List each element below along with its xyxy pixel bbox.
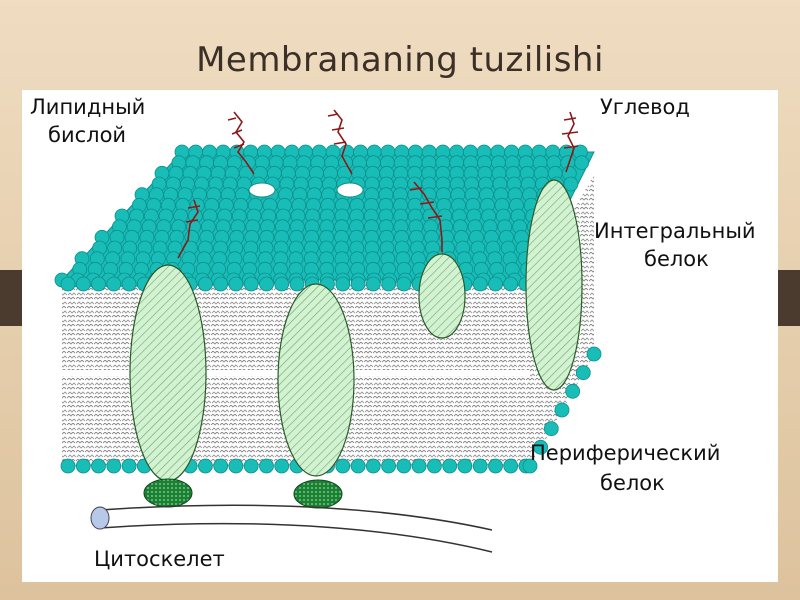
lipid-head [426, 458, 442, 474]
lipid-head [575, 365, 591, 381]
lipid-head [228, 458, 244, 474]
label-cytoskeleton: Цитоскелет [94, 547, 225, 571]
lipid-head [381, 276, 397, 292]
lipid-head [533, 439, 549, 455]
lipid-head [503, 458, 519, 474]
lipid-head [75, 276, 91, 292]
lipid-head [563, 176, 579, 192]
channel-opening [248, 182, 276, 198]
slide-band-left [0, 270, 22, 326]
lipid-head [259, 276, 274, 292]
lipid-head [75, 458, 91, 474]
lipid-head [522, 458, 538, 474]
label-peripheral-protein-line1: Периферический [530, 441, 720, 465]
lipid-head [488, 458, 503, 474]
lipid-head [60, 458, 76, 474]
channel-opening [336, 182, 364, 198]
lipid-head [197, 458, 213, 474]
lipid-head [488, 276, 503, 292]
lipid-head [457, 458, 473, 474]
lipid-head [365, 458, 381, 474]
lipid-head [365, 276, 381, 292]
slide-band-right [778, 270, 800, 326]
top-lipid-heads [54, 144, 590, 288]
integral-protein [277, 283, 355, 477]
lipid-head [121, 276, 137, 292]
lipid-head [259, 458, 274, 474]
lipid-head [274, 458, 290, 474]
lipid-head [197, 276, 213, 292]
cytoskeleton-filament [99, 504, 493, 531]
lipid-head [350, 458, 366, 474]
peripheral-protein [143, 478, 193, 508]
lipid-head [335, 276, 351, 292]
integral-protein-side [525, 179, 583, 391]
lipid-head [274, 276, 290, 292]
cytoskeleton-filament [99, 522, 493, 553]
lipid-head [106, 458, 122, 474]
carbohydrate-chains [177, 109, 579, 259]
lipid-head [503, 276, 519, 292]
lipid-head [586, 346, 602, 362]
lipid-head [350, 276, 366, 292]
lipid-head [396, 458, 412, 474]
lipid-head [381, 458, 397, 474]
membrane-diagram: Липидный бислой Углевод Интегральный бел… [30, 95, 756, 571]
lipid-head [60, 276, 76, 292]
lipid-head [243, 276, 259, 292]
label-carbohydrate: Углевод [600, 95, 690, 119]
peripheral-protein [293, 479, 343, 509]
cytoskeleton-end [90, 506, 110, 530]
lipid-head [574, 155, 590, 171]
lipid-head [289, 276, 305, 292]
integral-protein [129, 264, 207, 482]
lipid-head [543, 421, 559, 437]
lipid-head [213, 458, 229, 474]
lipid-head [396, 276, 412, 292]
lipid-head [472, 458, 488, 474]
lipid-head [472, 276, 488, 292]
lipid-head [335, 458, 351, 474]
label-integral-protein-line2: белок [644, 247, 709, 271]
lipid-head [121, 458, 137, 474]
lipid-head [91, 458, 106, 474]
lipid-head [565, 383, 581, 399]
slide-title: Membrananing tuzilishi [196, 40, 604, 80]
label-lipid-bilayer-line1: Липидный [30, 95, 145, 119]
diagram-panel: Липидный бислой Углевод Интегральный бел… [22, 90, 778, 582]
integral-protein-small [418, 253, 466, 339]
label-peripheral-protein-line2: белок [600, 471, 665, 495]
label-lipid-bilayer-line2: бислой [48, 123, 126, 147]
lipid-head [91, 276, 106, 292]
lipid-head [554, 402, 570, 418]
lipid-head [106, 276, 122, 292]
lipid-head [442, 458, 458, 474]
lipid-head [411, 458, 427, 474]
lipid-head [228, 276, 244, 292]
label-integral-protein-line1: Интегральный [594, 219, 756, 243]
lipid-head [213, 276, 229, 292]
lipid-head [243, 458, 259, 474]
